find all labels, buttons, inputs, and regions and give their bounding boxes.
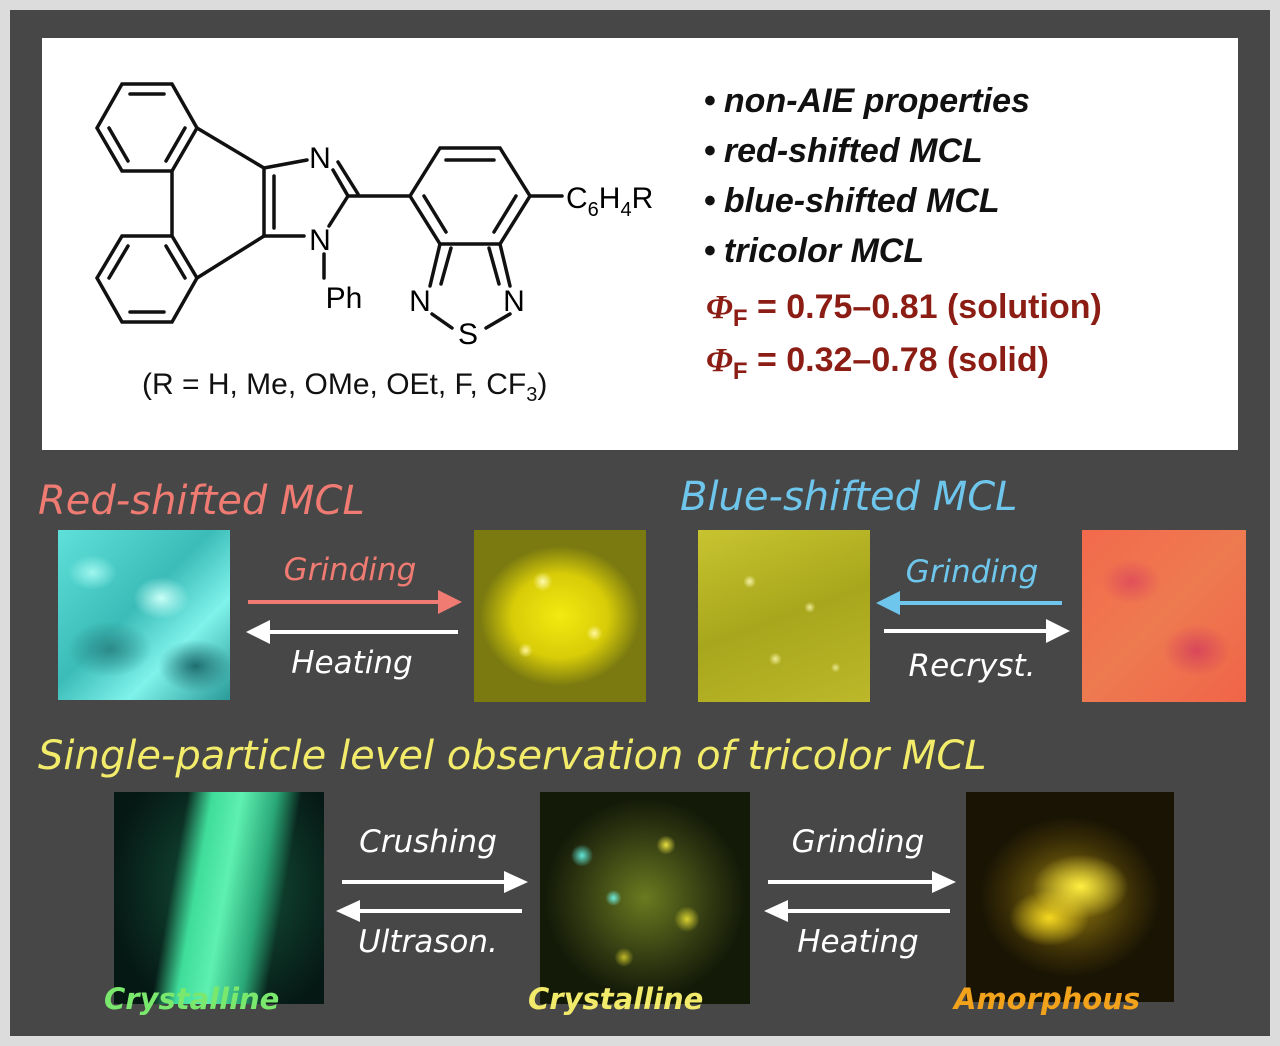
green-crystal-particle-image [114,792,324,1004]
cyan-powder-image [58,530,230,700]
quantum-yield-solid: ΦF = 0.32–0.78 (solid) [706,341,1049,385]
property-item: •red-shifted MCL [704,132,983,170]
property-item: •tricolor MCL [704,232,925,270]
red-grinding-label: Grinding [283,552,417,588]
atom-ph: Ph [326,282,363,315]
grinding-label: Grinding [791,824,925,860]
yellow-ground-powder-image [474,530,646,702]
atom-n2: N [309,224,331,257]
substituent-c6h4r: C6H4R [566,182,653,221]
atom-n1: N [309,142,331,175]
molecular-structure: N N Ph N N S C6H4R [94,82,653,351]
red-shifted-heading: Red-shifted MCL [38,478,365,524]
caption-yellow-crystalline: Crystalline [528,982,704,1016]
ultrason-label: Ultrason. [358,924,498,960]
property-item: •blue-shifted MCL [704,182,1000,220]
red-powder-image [1082,530,1246,702]
blue-recryst-label: Recryst. [908,648,1036,684]
mixed-crystalline-particle-image [540,792,750,1004]
amorphous-particle-image [966,792,1174,1002]
property-item: •non-AIE properties [704,82,1030,120]
property-list: •non-AIE properties •red-shifted MCL •bl… [704,76,1030,276]
single-particle-heading: Single-particle level observation of tri… [38,733,987,779]
heating-label: Heating [797,924,919,960]
caption-green-crystalline: Crystalline [104,982,280,1016]
quantum-yield-solution: ΦF = 0.75–0.81 (solution) [706,288,1102,332]
caption-amorphous: Amorphous [954,982,1141,1016]
blue-grinding-label: Grinding [905,554,1039,590]
blue-shifted-heading: Blue-shifted MCL [680,474,1018,520]
yellow-crystal-image [698,530,870,702]
atom-s: S [458,318,478,351]
red-heating-label: Heating [291,645,413,681]
atom-n4: N [503,285,525,318]
r-group-list: (R = H, Me, OMe, OEt, F, CF3) [142,368,548,406]
crushing-label: Crushing [359,824,497,860]
atom-n3: N [409,285,431,318]
structure-panel: N N Ph N N S C6H4R (R = H, Me, OMe, OEt,… [42,38,1238,450]
